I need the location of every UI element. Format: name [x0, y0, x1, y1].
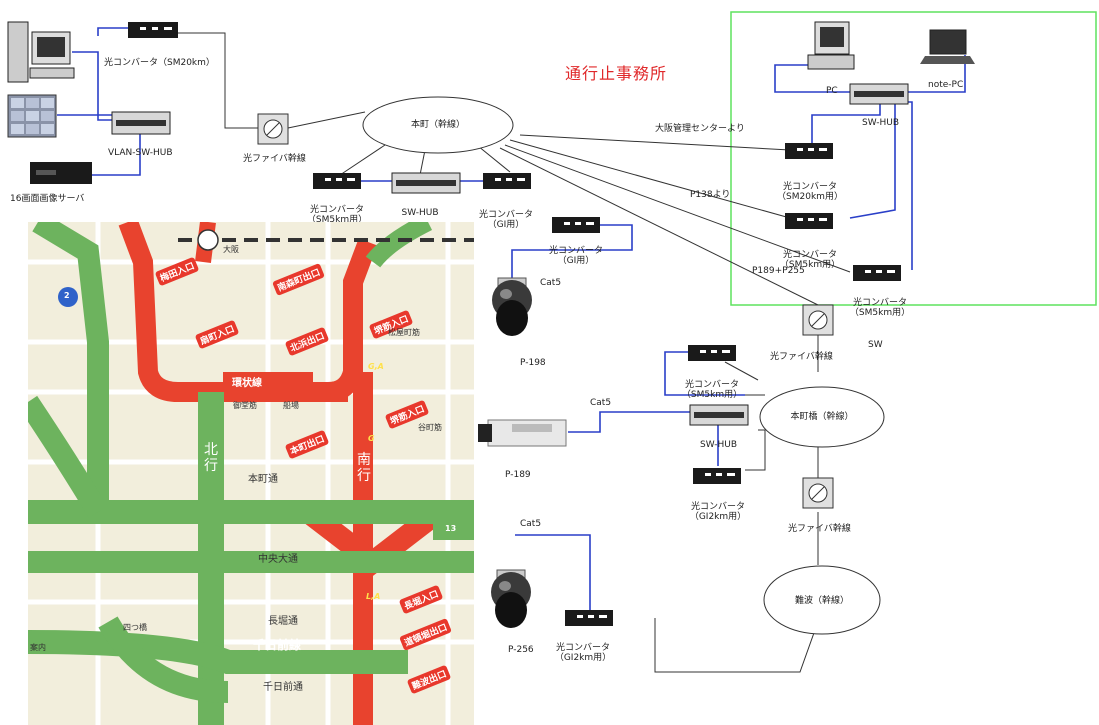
map-semba: 船場	[283, 401, 299, 410]
monitor-wall-icon	[7, 94, 57, 138]
conv-gi2km-b-label: 光コンバータ （GI2km用）	[554, 643, 612, 664]
vlan-hub-label: VLAN-SW-HUB	[108, 148, 173, 158]
fiber-box-1	[257, 113, 289, 145]
cat5-a-label: Cat5	[540, 278, 562, 288]
map-chuo-odori: 中央大通	[258, 554, 298, 565]
map-station: 大阪	[223, 245, 239, 254]
map-g-mark: G	[368, 434, 375, 443]
p256-label: P-256	[508, 645, 534, 655]
fiber1-label: 光ファイバ幹線	[243, 154, 306, 164]
conv-gi-mid-label: 光コンバータ （GI用）	[478, 210, 534, 231]
p189-label: P-189	[505, 470, 531, 480]
sw-hub-office-label: SW-HUB	[862, 118, 900, 128]
blue-cables	[57, 27, 966, 619]
note-pc-label: note-PC	[928, 80, 964, 90]
conv-sm5km-left-label: 光コンバータ （SM5km用）	[306, 205, 368, 226]
map-ga-mark: G,A	[368, 362, 384, 371]
minami-label: 難波（幹線）	[794, 596, 850, 606]
map-nagahori-dori: 長堀通	[268, 616, 298, 627]
minami-ellipse	[763, 565, 881, 635]
expressway-map: 大阪 2 梅田入口 南森町出口 扇町入口 北浜出口 堺筋入口 堺筋入口 本町出口…	[28, 222, 474, 725]
dome-camera-p256	[491, 569, 531, 628]
trunk-lines	[178, 32, 851, 673]
dome-camera-p198	[492, 277, 532, 336]
conv-sm5km-mid-label: 光コンバータ （SM5km用）	[681, 380, 743, 401]
conv-gi2-label: 光コンバータ （GI用）	[548, 246, 604, 267]
p138-line-label: P138より	[690, 190, 731, 200]
map-sennichimae-dori: 千日前通	[263, 682, 303, 693]
honcho-bashi-ellipse	[759, 386, 885, 448]
map-north-label: 北行	[204, 442, 218, 474]
fiber3-label: 光ファイバ幹線	[788, 524, 851, 534]
cat5-c-label: Cat5	[520, 519, 542, 529]
honcho-bashi-label: 本町橋（幹線）	[790, 412, 854, 422]
map-loop-line: 環状線	[232, 378, 262, 389]
pc-label: PC	[826, 86, 838, 96]
map-roads	[28, 222, 474, 725]
fiber-box-3	[802, 477, 834, 509]
p198-label: P-198	[520, 358, 546, 368]
map-tanimachi: 谷町筋	[418, 423, 442, 432]
map-yotsubashi: 四つ橋	[123, 623, 147, 632]
map-route-13: 13	[445, 524, 457, 533]
fiber-box-2	[802, 304, 834, 336]
map-la-mark: L,A	[366, 592, 381, 601]
cat5-b-label: Cat5	[590, 398, 612, 408]
map-annai: 案内	[30, 643, 46, 652]
honmachi-label: 本町（幹線）	[410, 120, 466, 130]
hub-boxes	[111, 83, 909, 426]
laptop-icon	[920, 29, 975, 64]
p189-p255-label: P189+P255	[752, 266, 805, 276]
map-hommachi-dori: 本町通	[248, 474, 278, 485]
map-route-2: 2	[64, 291, 70, 300]
box-camera-p189	[478, 419, 567, 447]
pc-office	[807, 21, 855, 70]
map-matsuyamachi: 松屋町筋	[388, 328, 420, 337]
pc-left	[7, 21, 75, 83]
conv-office-b-label: 光コンバータ （SM5km用）	[779, 250, 841, 271]
map-south-label: 南行	[357, 452, 371, 484]
osaka-line-label: 大阪管理センターより	[655, 124, 745, 134]
converter-ports	[140, 27, 895, 618]
office-boundary	[730, 11, 1097, 306]
sw-hub-low-label: SW-HUB	[700, 440, 738, 450]
map-midosuji: 御堂筋	[233, 401, 257, 410]
sw-hub-mid-label: SW-HUB	[401, 208, 439, 218]
conv-sm20-office-label: 光コンバータ （SM20km用）	[777, 182, 843, 203]
conv-sm5km-right-label: 光コンバータ （SM5km用）	[849, 298, 911, 319]
map-sennichimae-line: 千日前線	[253, 638, 302, 652]
fiber2-label: 光ファイバ幹線	[770, 352, 833, 362]
honmachi-ellipse	[362, 96, 514, 154]
office-title: 通行止事務所	[565, 64, 668, 83]
recorder-icon	[30, 162, 92, 184]
conv-gi2km-a-label: 光コンバータ （GI2km用）	[689, 502, 747, 523]
recorder-label: 16画面画像サーバ	[10, 194, 85, 204]
conv-top-label: 光コンバータ（SM20km）	[104, 58, 215, 68]
sw-small-label: SW	[868, 340, 883, 350]
